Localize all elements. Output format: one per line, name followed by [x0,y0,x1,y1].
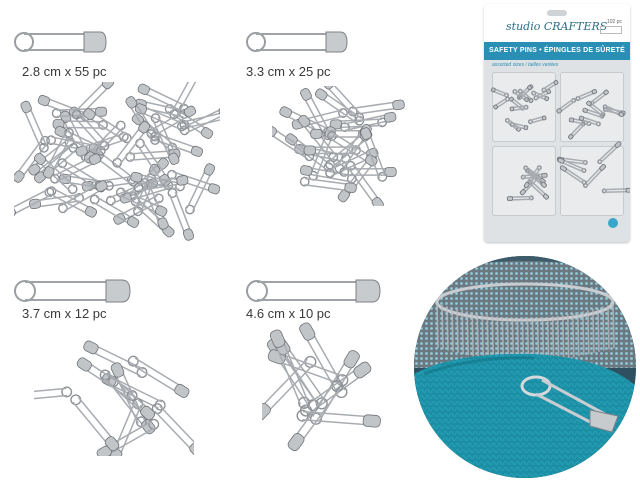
usage-photo [414,256,636,478]
safety-pin-icon [575,89,598,102]
safety-pin-icon [557,157,587,174]
pin-pile-medium-1 [272,86,405,206]
safety-pin-icon [133,175,189,193]
hang-hole [547,10,567,16]
package-pins [490,80,630,201]
safety-pin-icon [58,180,108,214]
safety-pin-icon [167,188,195,241]
safety-pin-icon [20,100,49,153]
safety-pin-icon [582,107,605,119]
package-header: studio CRAFTERS 102 pc [484,4,630,42]
safety-pin-icon [578,115,601,127]
pin-pile-medium-2 [34,340,194,456]
safety-pin-icon [130,196,175,238]
safety-pin-icon [51,106,108,119]
safety-pin-icon [185,163,216,215]
safety-pin-icon [339,111,397,133]
safety-pin-icon [568,121,586,140]
safety-pin-icon [360,127,388,182]
package-subtitle: assorted sizes / tailles variées [492,62,559,68]
safety-pin-icon [50,153,102,184]
sample-pin-medium-2 [14,279,131,303]
safety-pin-icon [321,86,365,123]
safety-pin-icon [517,88,534,104]
safety-pin-icon [125,96,160,145]
safety-pin-icon [115,187,168,217]
size-label-3: 3.7 cm x 12 pc [22,306,107,321]
safety-pin-icon [287,379,344,452]
safety-pin-icon [314,88,365,126]
safety-pin-icon [127,355,190,398]
safety-pin-icon [509,104,529,112]
brand-logo: studio CRAFTERS [506,20,608,33]
safety-pin-icon [525,168,547,188]
sample-pin-small [14,31,107,53]
safety-pin-icon [602,104,625,117]
sample-pin-large [246,279,381,303]
pin-pile-small [14,82,220,241]
safety-pin-icon [523,165,542,189]
safety-pin-icon [42,127,74,179]
size-label-4: 4.6 cm x 10 pc [246,306,331,321]
safety-pin-icon [299,176,357,193]
safety-pin-icon [46,186,98,218]
safety-pin-icon [490,87,509,98]
fabric-scene [414,256,636,478]
safety-pin-icon [541,80,559,93]
safety-pin-icon [506,195,534,201]
size-label-1: 2.8 cm x 55 pc [22,64,107,79]
pin-pile-large [262,322,381,452]
safety-pin-icon [89,194,140,228]
safety-pin-icon [269,329,311,409]
safety-pin-icon [531,90,550,102]
safety-pin-icon [601,187,630,194]
piece-count: 102 pc [606,19,622,25]
safety-pin-icon [493,96,510,110]
safety-pin-icon [70,394,120,452]
safety-pin-icon [509,121,529,131]
safety-pin-icon [112,121,151,168]
safety-pin-icon [597,141,622,165]
safety-pin-icon [14,187,55,219]
safety-pin-icon [83,108,132,144]
safety-pin-icon [339,166,397,177]
swirl-icon [608,218,618,228]
safety-pin-icon [559,165,587,185]
value-pack-badge [600,26,622,34]
safety-pin-icon [556,97,577,114]
sample-pin-medium-1 [246,31,348,53]
safety-pin-icon [583,164,606,188]
product-package: studio CRAFTERS 102 pc SAFETY PINS • ÉPI… [484,4,630,242]
safety-pin-icon [150,131,204,157]
safety-pin-icon [179,105,220,136]
safety-pin-icon [71,82,115,120]
safety-pin-icon [296,409,381,428]
safety-pin-icon [34,386,73,402]
safety-pin-icon [150,113,180,165]
package-title: SAFETY PINS • ÉPINGLES DE SÛRETÉ [484,42,630,60]
safety-pin-icon [527,115,547,125]
size-label-2: 3.3 cm x 25 pc [246,64,331,79]
safety-pin-icon [99,369,156,421]
safety-pin-icon [96,418,160,456]
